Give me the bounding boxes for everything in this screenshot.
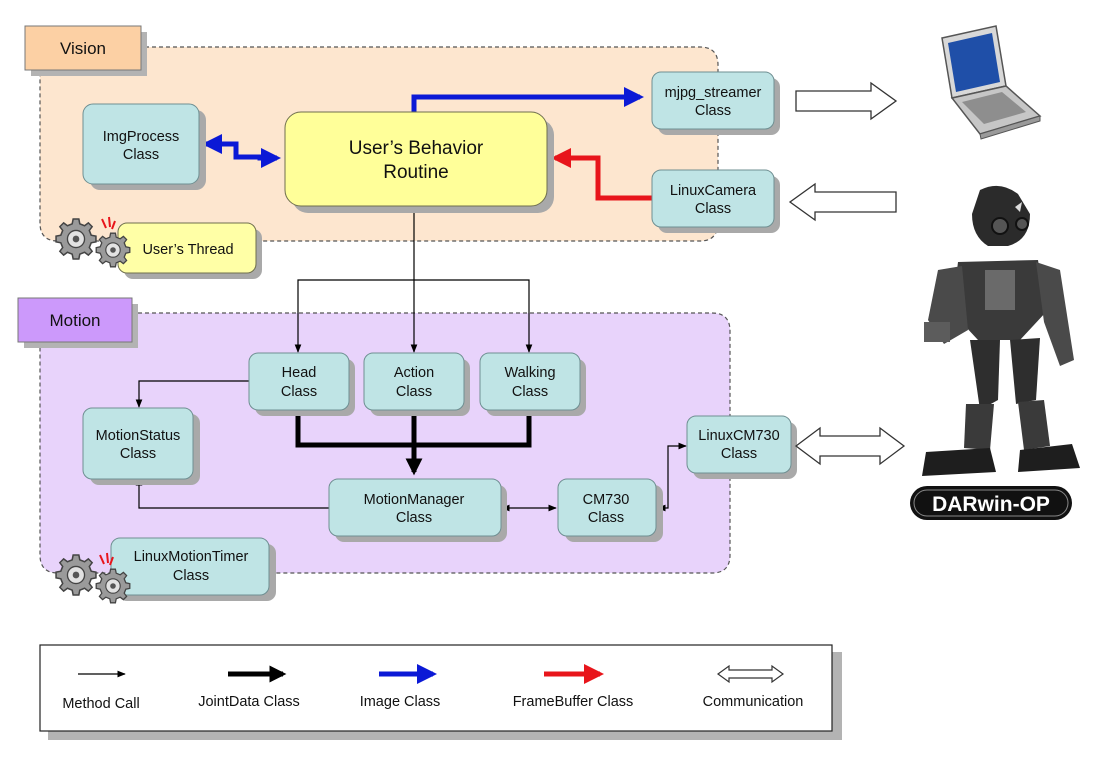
head-class-node: Head Class <box>248 352 355 416</box>
imgprocess-label-1: ImgProcess <box>103 129 180 145</box>
motionstatus-class-node: MotionStatus Class <box>82 407 200 485</box>
legend-communication-line <box>716 664 785 684</box>
linuxcamera-label-1: LinuxCamera <box>670 183 757 199</box>
linuxcamera-class-node: LinuxCamera Class <box>651 169 780 233</box>
legend: Method Call JointData Class Image Class … <box>39 644 842 740</box>
legend-jointdata-label: JointData Class <box>198 694 300 710</box>
method-call-fanout <box>135 207 687 512</box>
laptop-icon <box>941 25 1042 140</box>
linuxcm730-class-node: LinuxCM730 Class <box>686 415 797 479</box>
head-label-1: Head <box>282 365 317 381</box>
motionmanager-class-node: MotionManager Class <box>328 478 507 542</box>
mjpg-streamer-class-node: mjpg_streamer Class <box>651 71 780 135</box>
action-label-1: Action <box>394 365 434 381</box>
robot-icon <box>922 185 1080 476</box>
walking-label-1: Walking <box>504 365 555 381</box>
hollow-arrow-icon <box>795 81 898 121</box>
linuxcamera-label-2: Class <box>695 201 731 217</box>
legend-framebuffer-label: FrameBuffer Class <box>513 694 634 710</box>
legend-image-label: Image Class <box>360 694 441 710</box>
behavior-label-1: User’s Behavior <box>349 138 484 159</box>
head-label-2: Class <box>281 384 317 400</box>
walking-label-2: Class <box>512 384 548 400</box>
cm730-label-2: Class <box>588 510 624 526</box>
framebuffer-arrow <box>551 148 652 201</box>
mjpg-label-1: mjpg_streamer <box>665 85 762 101</box>
image-arrow-mjpg <box>411 87 644 113</box>
legend-method-call-label: Method Call <box>62 696 139 712</box>
behavior-label-2: Routine <box>383 162 449 183</box>
cm730-label-1: CM730 <box>583 492 630 508</box>
linuxcm730-label-2: Class <box>721 446 757 462</box>
gears-icon <box>55 552 131 604</box>
motion-tag <box>17 297 133 343</box>
users-thread-label: User’s Thread <box>142 242 233 258</box>
cm730-class-node: CM730 Class <box>557 478 663 542</box>
linuxmotiontimer-class-node: LinuxMotionTimer Class <box>110 537 276 601</box>
legend-communication-label: Communication <box>703 694 804 710</box>
linuxcm730-label-1: LinuxCM730 <box>698 428 779 444</box>
vision-tag-label: Vision <box>60 39 106 58</box>
gears-icon <box>55 216 131 268</box>
motionstatus-label-1: MotionStatus <box>96 428 181 444</box>
behavior-routine-node: User’s Behavior Routine <box>284 111 554 213</box>
mjpg-label-2: Class <box>695 103 731 119</box>
image-arrow-imgprocess <box>202 134 281 168</box>
users-thread-node: User’s Thread <box>117 222 262 279</box>
linuxmotiontimer-label-2: Class <box>173 568 209 584</box>
imgprocess-label-2: Class <box>123 147 159 163</box>
motion-tag-label: Motion <box>49 311 100 330</box>
motionmanager-label-1: MotionManager <box>364 492 465 508</box>
hollow-arrow-icon <box>794 426 906 466</box>
hollow-arrow-icon <box>788 182 897 222</box>
action-class-node: Action Class <box>363 352 470 416</box>
vision-tag <box>24 25 142 71</box>
robot-logo: DARwin-OP <box>910 486 1072 520</box>
walking-class-node: Walking Class <box>479 352 586 416</box>
motionstatus-label-2: Class <box>120 446 156 462</box>
robot-logo-text: DARwin-OP <box>932 493 1050 516</box>
action-label-2: Class <box>396 384 432 400</box>
linuxmotiontimer-label-1: LinuxMotionTimer <box>134 549 249 565</box>
jointdata-arrows <box>295 410 532 476</box>
motionmanager-label-2: Class <box>396 510 432 526</box>
imgprocess-class-node: ImgProcess Class <box>82 103 206 190</box>
